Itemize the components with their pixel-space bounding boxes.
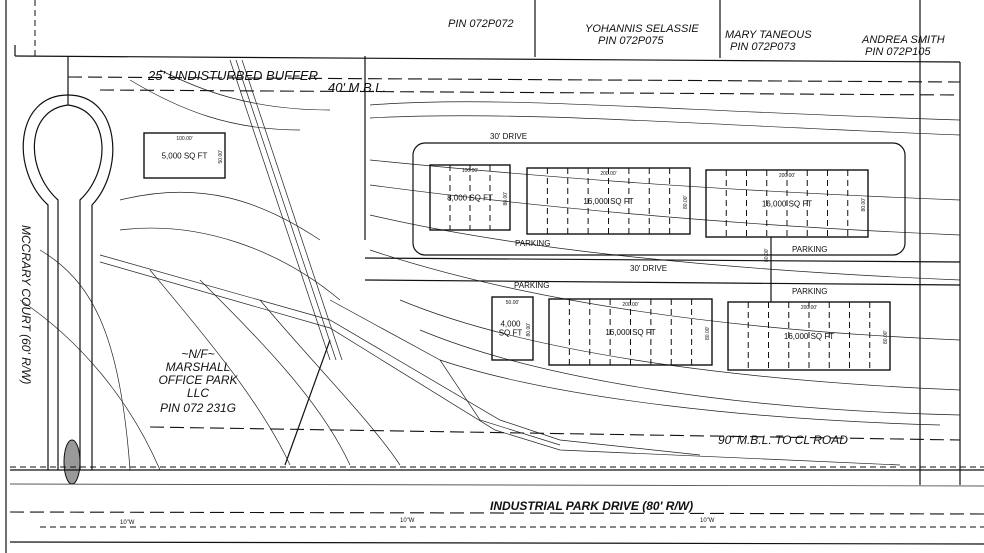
building-area: 16,000 SQ FT	[605, 328, 655, 337]
depth-dimension: 80.00'	[683, 195, 689, 209]
dimension-label: 80.00'	[764, 248, 770, 262]
buffer-lines	[67, 76, 961, 441]
parcel-owner: LLC	[187, 386, 209, 400]
utility-label: 10"W	[400, 518, 415, 524]
owner-pin: PIN 072P072	[448, 18, 513, 30]
building-2: 8,000 SQ FT 100.00' 80.00'	[429, 164, 511, 231]
owner-name: MARY TANEOUS	[725, 29, 812, 41]
building-7: 16,000 SQ FT 200.00' 80.00'	[727, 301, 891, 371]
width-dimension: 100.00'	[462, 168, 478, 174]
building-area: 5,000 SQ FT	[162, 152, 208, 161]
buffer-label: 25' UNDISTURBED BUFFER	[147, 68, 318, 83]
nf-label: ~N/F~	[181, 347, 214, 361]
building-area: 8,000 SQ FT	[447, 194, 493, 203]
parcel-pin: PIN 072 231G	[160, 401, 236, 415]
mbl-label: 40' M.B.L.	[328, 80, 386, 95]
street-label-industrial: INDUSTRIAL PARK DRIVE (80' R/W)	[490, 499, 693, 513]
width-dimension: 200.00'	[600, 171, 616, 177]
depth-dimension: 80.00'	[526, 323, 532, 337]
property-lines	[14, 0, 961, 485]
parcel-owner: OFFICE PARK	[158, 373, 238, 387]
parking-lot: 30' DRIVE 30' DRIVE PARKING PARKING PARK…	[364, 132, 961, 302]
building-footprint	[143, 132, 226, 179]
owner-pin: PIN 072P073	[730, 41, 796, 53]
parking-label: PARKING	[514, 281, 549, 290]
buildings: 5,000 SQ FT 100.00' 50.00' 8,000 SQ FT 100.0…	[143, 132, 891, 371]
building-3: 16,000 SQ FT 200.00' 80.00'	[526, 167, 691, 235]
drive-label: 30' DRIVE	[490, 132, 527, 141]
building-footprint	[491, 296, 534, 361]
width-dimension: 200.00'	[801, 305, 817, 311]
depth-dimension: 50.00'	[218, 150, 224, 164]
parking-label: PARKING	[792, 287, 827, 296]
building-area: 16,000 SQ FT	[784, 332, 834, 341]
road-mbl-label: 90' M.B.L. TO CL ROAD	[718, 433, 848, 447]
owner-pin: PIN 072P075	[598, 35, 664, 47]
owner-name: YOHANNIS SELASSIE	[585, 23, 699, 35]
owner-name: ANDREA SMITH	[861, 34, 945, 46]
parking-label: PARKING	[515, 239, 550, 248]
contour-lines	[19, 59, 961, 471]
width-dimension: 50.00'	[506, 300, 520, 306]
building-1: 5,000 SQ FT 100.00' 50.00'	[143, 132, 226, 179]
building-area: 16,000 SQ FT	[583, 197, 633, 206]
street-label-mccrary: MCCRARY COURT (60' R/W)	[19, 225, 33, 384]
depth-dimension: 80.00'	[503, 192, 509, 206]
width-dimension: 100.00'	[176, 136, 192, 142]
building-4: 16,000 SQ FT 200.00' 80.00'	[705, 169, 869, 238]
adjacent-parcel-label: ~N/F~ MARSHALL OFFICE PARK LLC PIN 072 2…	[158, 347, 238, 415]
drive-label: 30' DRIVE	[630, 264, 667, 273]
width-dimension: 200.00'	[622, 302, 638, 308]
depth-dimension: 80.00'	[883, 330, 889, 344]
owner-pin: PIN 072P105	[865, 46, 931, 58]
utility-label: 10"W	[120, 520, 135, 526]
building-area: SQ FT	[499, 329, 523, 338]
parcel-owner: MARSHALL	[166, 360, 231, 374]
building-area: 4,000	[500, 320, 521, 329]
width-dimension: 200.00'	[779, 173, 795, 179]
depth-dimension: 80.00'	[705, 326, 711, 340]
tree-symbol	[63, 439, 81, 485]
mccrary-court: MCCRARY COURT (60' R/W)	[19, 94, 114, 485]
building-6: 16,000 SQ FT 200.00' 80.00'	[548, 298, 713, 366]
depth-dimension: 80.00'	[861, 198, 867, 212]
building-area: 16,000 SQ FT	[762, 200, 812, 209]
industrial-park-drive: INDUSTRIAL PARK DRIVE (80' R/W) 10"W 10"…	[9, 466, 984, 545]
utility-label: 10"W	[700, 518, 715, 524]
parking-label: PARKING	[792, 245, 827, 254]
owner-labels: PIN 072P072 YOHANNIS SELASSIE PIN 072P07…	[448, 18, 945, 58]
